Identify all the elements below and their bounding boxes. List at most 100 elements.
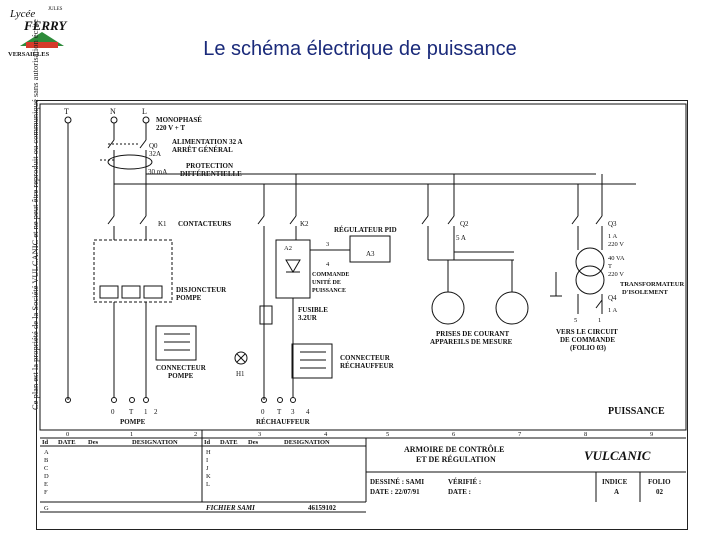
fuse: [259, 305, 273, 325]
pump-terminal-0: 0: [111, 408, 115, 416]
logo-script-text: Lycée: [9, 8, 35, 20]
grid-number-0: 0: [66, 431, 69, 438]
grid-number-4: 4: [324, 431, 328, 438]
q3-rating: 1 A: [608, 233, 618, 240]
project-title-1: ARMOIRE DE CONTRÔLE: [404, 444, 504, 454]
date-checked: DATE :: [448, 488, 471, 496]
diff-label-2: DIFFÉRENTIELLE: [180, 170, 242, 178]
grid-number-1: 1: [130, 431, 133, 438]
q4-pin5: 5: [574, 317, 577, 324]
pump-terminal-2: 2: [154, 408, 158, 416]
conn-heater-label-2: RÉCHAUFFEUR: [340, 362, 395, 370]
transformer-primary: [575, 247, 605, 277]
main-switch-label-2: ARRÊT GÉNÉRAL: [172, 146, 233, 154]
q3-label: Q3: [608, 220, 617, 228]
grid-number-9: 9: [650, 431, 653, 438]
file-label: FICHIER SAMI: [206, 504, 255, 512]
pump-breaker-box: [93, 239, 173, 303]
rev-row-e: E: [44, 481, 48, 488]
power-unit-box: [275, 239, 311, 299]
pump-connector: [155, 325, 197, 361]
q4-pin1: 1: [598, 317, 601, 324]
outlets-label-1: PRISES DE COURANT: [436, 330, 509, 338]
supply-label-1: MONOPHASÉ: [156, 116, 202, 124]
k1-contact-b: [139, 215, 147, 225]
conn-pump-label-1: CONNECTEUR: [156, 364, 207, 372]
pump-label: POMPE: [120, 418, 146, 426]
folio-label: FOLIO: [648, 478, 671, 486]
outlet-1: [431, 291, 465, 325]
breaker-pole-2: [121, 285, 141, 299]
rev-row-b: B: [44, 457, 49, 464]
contactors-label: CONTACTEURS: [178, 220, 231, 228]
k2-contact-a: [257, 215, 265, 225]
pin3-label: 3: [326, 241, 329, 248]
q4-contact: [595, 299, 603, 309]
control-circuit-label-3: (FOLIO 03): [570, 344, 607, 352]
rev-row-i: I: [206, 457, 208, 464]
outlet-2: [495, 291, 529, 325]
q0-rating: 32A: [149, 150, 161, 158]
index-value: A: [614, 488, 619, 496]
rev-row-l: L: [206, 481, 210, 488]
logo-city-text: VERSAILLES: [8, 51, 50, 58]
diff-label-1: PROTECTION: [186, 162, 233, 170]
grid-number-6: 6: [452, 431, 456, 438]
logo-small-text: JULES: [48, 7, 63, 12]
transformer-power: 40 VA: [608, 255, 625, 262]
grid-number-8: 8: [584, 431, 587, 438]
folio-value: 02: [656, 488, 664, 496]
q4-label: Q4: [608, 294, 617, 302]
supply-label-2: 220 V + T: [156, 124, 185, 132]
breaker-pole-3: [143, 285, 163, 299]
control-circuit-label-2: DE COMMANDE: [560, 336, 615, 344]
q0-label: Q0: [149, 142, 158, 150]
pump-terminal-1: 1: [144, 408, 148, 416]
heater-terminal-0: 0: [261, 408, 265, 416]
rev-row-k: K: [206, 473, 211, 480]
regulator-label: RÉGULATEUR PID: [334, 226, 397, 234]
school-logo: Lycée JULES FERRY VERSAILLES: [6, 2, 76, 62]
transformer-label-2: D'ISOLEMENT: [622, 289, 669, 296]
rev-header-designation-right: DESIGNATION: [284, 439, 330, 446]
conn-heater-label-1: CONNECTEUR: [340, 354, 391, 362]
page-title: Le schéma électrique de puissance: [203, 38, 517, 60]
heater-terminal-4: 4: [306, 408, 310, 416]
heater-terminal-t: T: [277, 408, 282, 416]
terminal-t-label: T: [64, 107, 69, 116]
index-label: INDICE: [602, 478, 628, 486]
a2-label: A2: [284, 245, 292, 252]
terminal-n: [110, 116, 118, 124]
rev-header-date-right: DATE: [220, 439, 238, 446]
q2-label: Q2: [460, 220, 469, 228]
logo-name-text: FERRY: [23, 18, 67, 33]
fuse-label-1: FUSIBLE: [298, 306, 328, 314]
drawing-frame: [36, 100, 688, 530]
power-unit-label-3: PUISSANCE: [312, 288, 346, 294]
rev-row-j: J: [206, 465, 209, 472]
k2-label: K2: [300, 220, 309, 228]
k2-contact-b: [289, 215, 297, 225]
heater-label: RÉCHAUFFEUR: [256, 418, 311, 426]
rev-row-a: A: [44, 449, 49, 456]
pump-terminal-t: T: [129, 408, 134, 416]
q2-rating: 5 A: [456, 234, 466, 242]
rev-header-id: Id: [42, 439, 49, 446]
section-title: PUISSANCE: [608, 406, 665, 417]
pin4-label: 4: [326, 261, 330, 268]
heater-connector: [291, 343, 333, 379]
q4-rating: 1 A: [608, 307, 618, 314]
grid-number-7: 7: [518, 431, 522, 438]
pid-regulator: [349, 235, 391, 263]
project-title-2: ET DE RÉGULATION: [416, 454, 496, 464]
rev-row-c: C: [44, 465, 48, 472]
main-switch-contact-l: [139, 139, 147, 149]
logo-band-shape: [26, 42, 58, 48]
terminal-l-label: L: [142, 107, 147, 116]
rev-header-date: DATE: [58, 439, 76, 446]
rev-row-d: D: [44, 473, 49, 480]
transformer-t-label: T: [608, 263, 612, 270]
terminal-l: [142, 116, 150, 124]
fuse-label-2: 3.2UR: [298, 314, 318, 322]
rev-header-des-right: Des: [248, 439, 259, 446]
